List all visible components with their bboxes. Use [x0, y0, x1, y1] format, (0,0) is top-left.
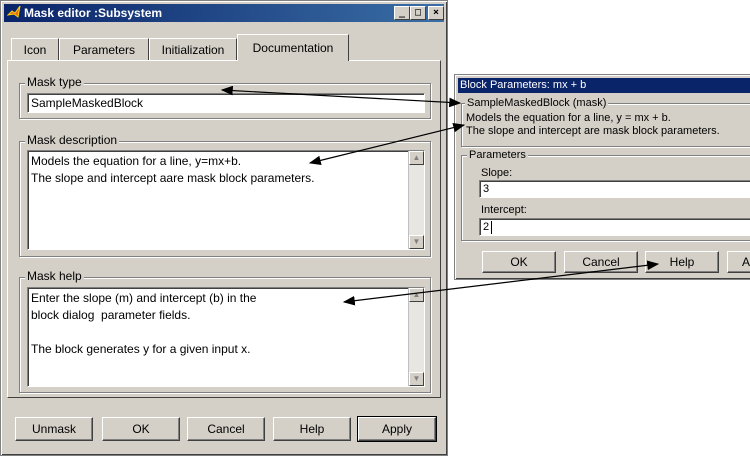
mask-description-legend: Mask description — [25, 133, 120, 147]
tab-panel — [7, 60, 441, 398]
block-description-line-1: Models the equation for a line, y = mx +… — [466, 112, 671, 124]
intercept-value: 2 — [483, 221, 490, 233]
mask-type-input[interactable]: SampleMaskedBlock — [27, 93, 425, 113]
maximize-button[interactable]: □ — [410, 6, 426, 20]
unmask-button[interactable]: Unmask — [15, 417, 93, 441]
parameters-group — [461, 155, 750, 241]
mask-editor-window: Mask editor :Subsystem _ □ × Icon Parame… — [0, 0, 448, 456]
mask-editor-titlebar[interactable]: Mask editor :Subsystem _ □ × — [4, 4, 444, 22]
mask-description-line-2: The slope and intercept aare mask block … — [31, 171, 315, 185]
mask-help-textarea[interactable]: Enter the slope (m) and intercept (b) in… — [27, 287, 425, 387]
block-ok-button[interactable]: OK — [482, 251, 556, 273]
scroll-down-icon[interactable]: ▼ — [409, 235, 424, 249]
mask-description-textarea[interactable]: Models the equation for a line, y=mx+b. … — [27, 150, 425, 250]
tab-icon[interactable]: Icon — [11, 38, 59, 60]
mask-description-line-1: Models the equation for a line, y=mx+b. — [31, 154, 242, 168]
mask-help-line-4: The block generates y for a given input … — [31, 342, 251, 356]
maximize-icon: □ — [414, 7, 422, 18]
block-help-button[interactable]: Help — [645, 251, 719, 273]
mask-type-value: SampleMaskedBlock — [31, 96, 144, 110]
close-icon: × — [432, 7, 440, 18]
mask-editor-title: Mask editor :Subsystem — [24, 6, 163, 20]
block-parameters-titlebar[interactable]: Block Parameters: mx + b — [458, 78, 750, 93]
mask-help-scrollbar[interactable]: ▲ ▼ — [408, 288, 424, 386]
masked-block-legend: SampleMaskedBlock (mask) — [465, 96, 609, 110]
close-button[interactable]: × — [428, 6, 444, 20]
scroll-up-icon[interactable]: ▲ — [409, 288, 424, 302]
cancel-button[interactable]: Cancel — [187, 417, 265, 441]
block-description-line-2: The slope and intercept are mask block p… — [466, 125, 720, 137]
scroll-down-icon[interactable]: ▼ — [409, 372, 424, 386]
slope-label: Slope: — [481, 167, 513, 179]
mask-description-group — [19, 141, 431, 257]
mask-help-line-1: Enter the slope (m) and intercept (b) in… — [31, 291, 257, 305]
matlab-logo-icon — [6, 5, 21, 22]
mask-help-line-2: block dialog parameter fields. — [31, 308, 191, 322]
tab-parameters[interactable]: Parameters — [59, 38, 149, 60]
help-button[interactable]: Help — [273, 417, 351, 441]
block-cancel-button[interactable]: Cancel — [564, 251, 638, 273]
tab-documentation[interactable]: Documentation — [237, 34, 349, 61]
apply-button[interactable]: Apply — [357, 416, 437, 442]
block-parameters-title: Block Parameters: mx + b — [460, 79, 587, 91]
text-cursor — [491, 221, 492, 234]
scroll-up-icon[interactable]: ▲ — [409, 151, 424, 165]
slope-value: 3 — [483, 183, 490, 195]
minimize-button[interactable]: _ — [394, 6, 410, 20]
intercept-label: Intercept: — [481, 204, 527, 216]
mask-type-legend: Mask type — [25, 75, 84, 89]
mask-help-group — [19, 277, 431, 393]
block-parameters-window: Block Parameters: mx + b SampleMaskedBlo… — [454, 74, 750, 280]
intercept-input[interactable]: 2 — [479, 218, 750, 236]
mask-help-legend: Mask help — [25, 269, 84, 283]
tab-initialization[interactable]: Initialization — [149, 38, 237, 60]
minimize-icon: _ — [398, 7, 406, 18]
slope-input[interactable]: 3 — [479, 180, 750, 198]
parameters-legend: Parameters — [467, 148, 528, 162]
block-apply-button[interactable]: A — [727, 251, 750, 273]
mask-description-scrollbar[interactable]: ▲ ▼ — [408, 151, 424, 249]
ok-button[interactable]: OK — [102, 417, 180, 441]
